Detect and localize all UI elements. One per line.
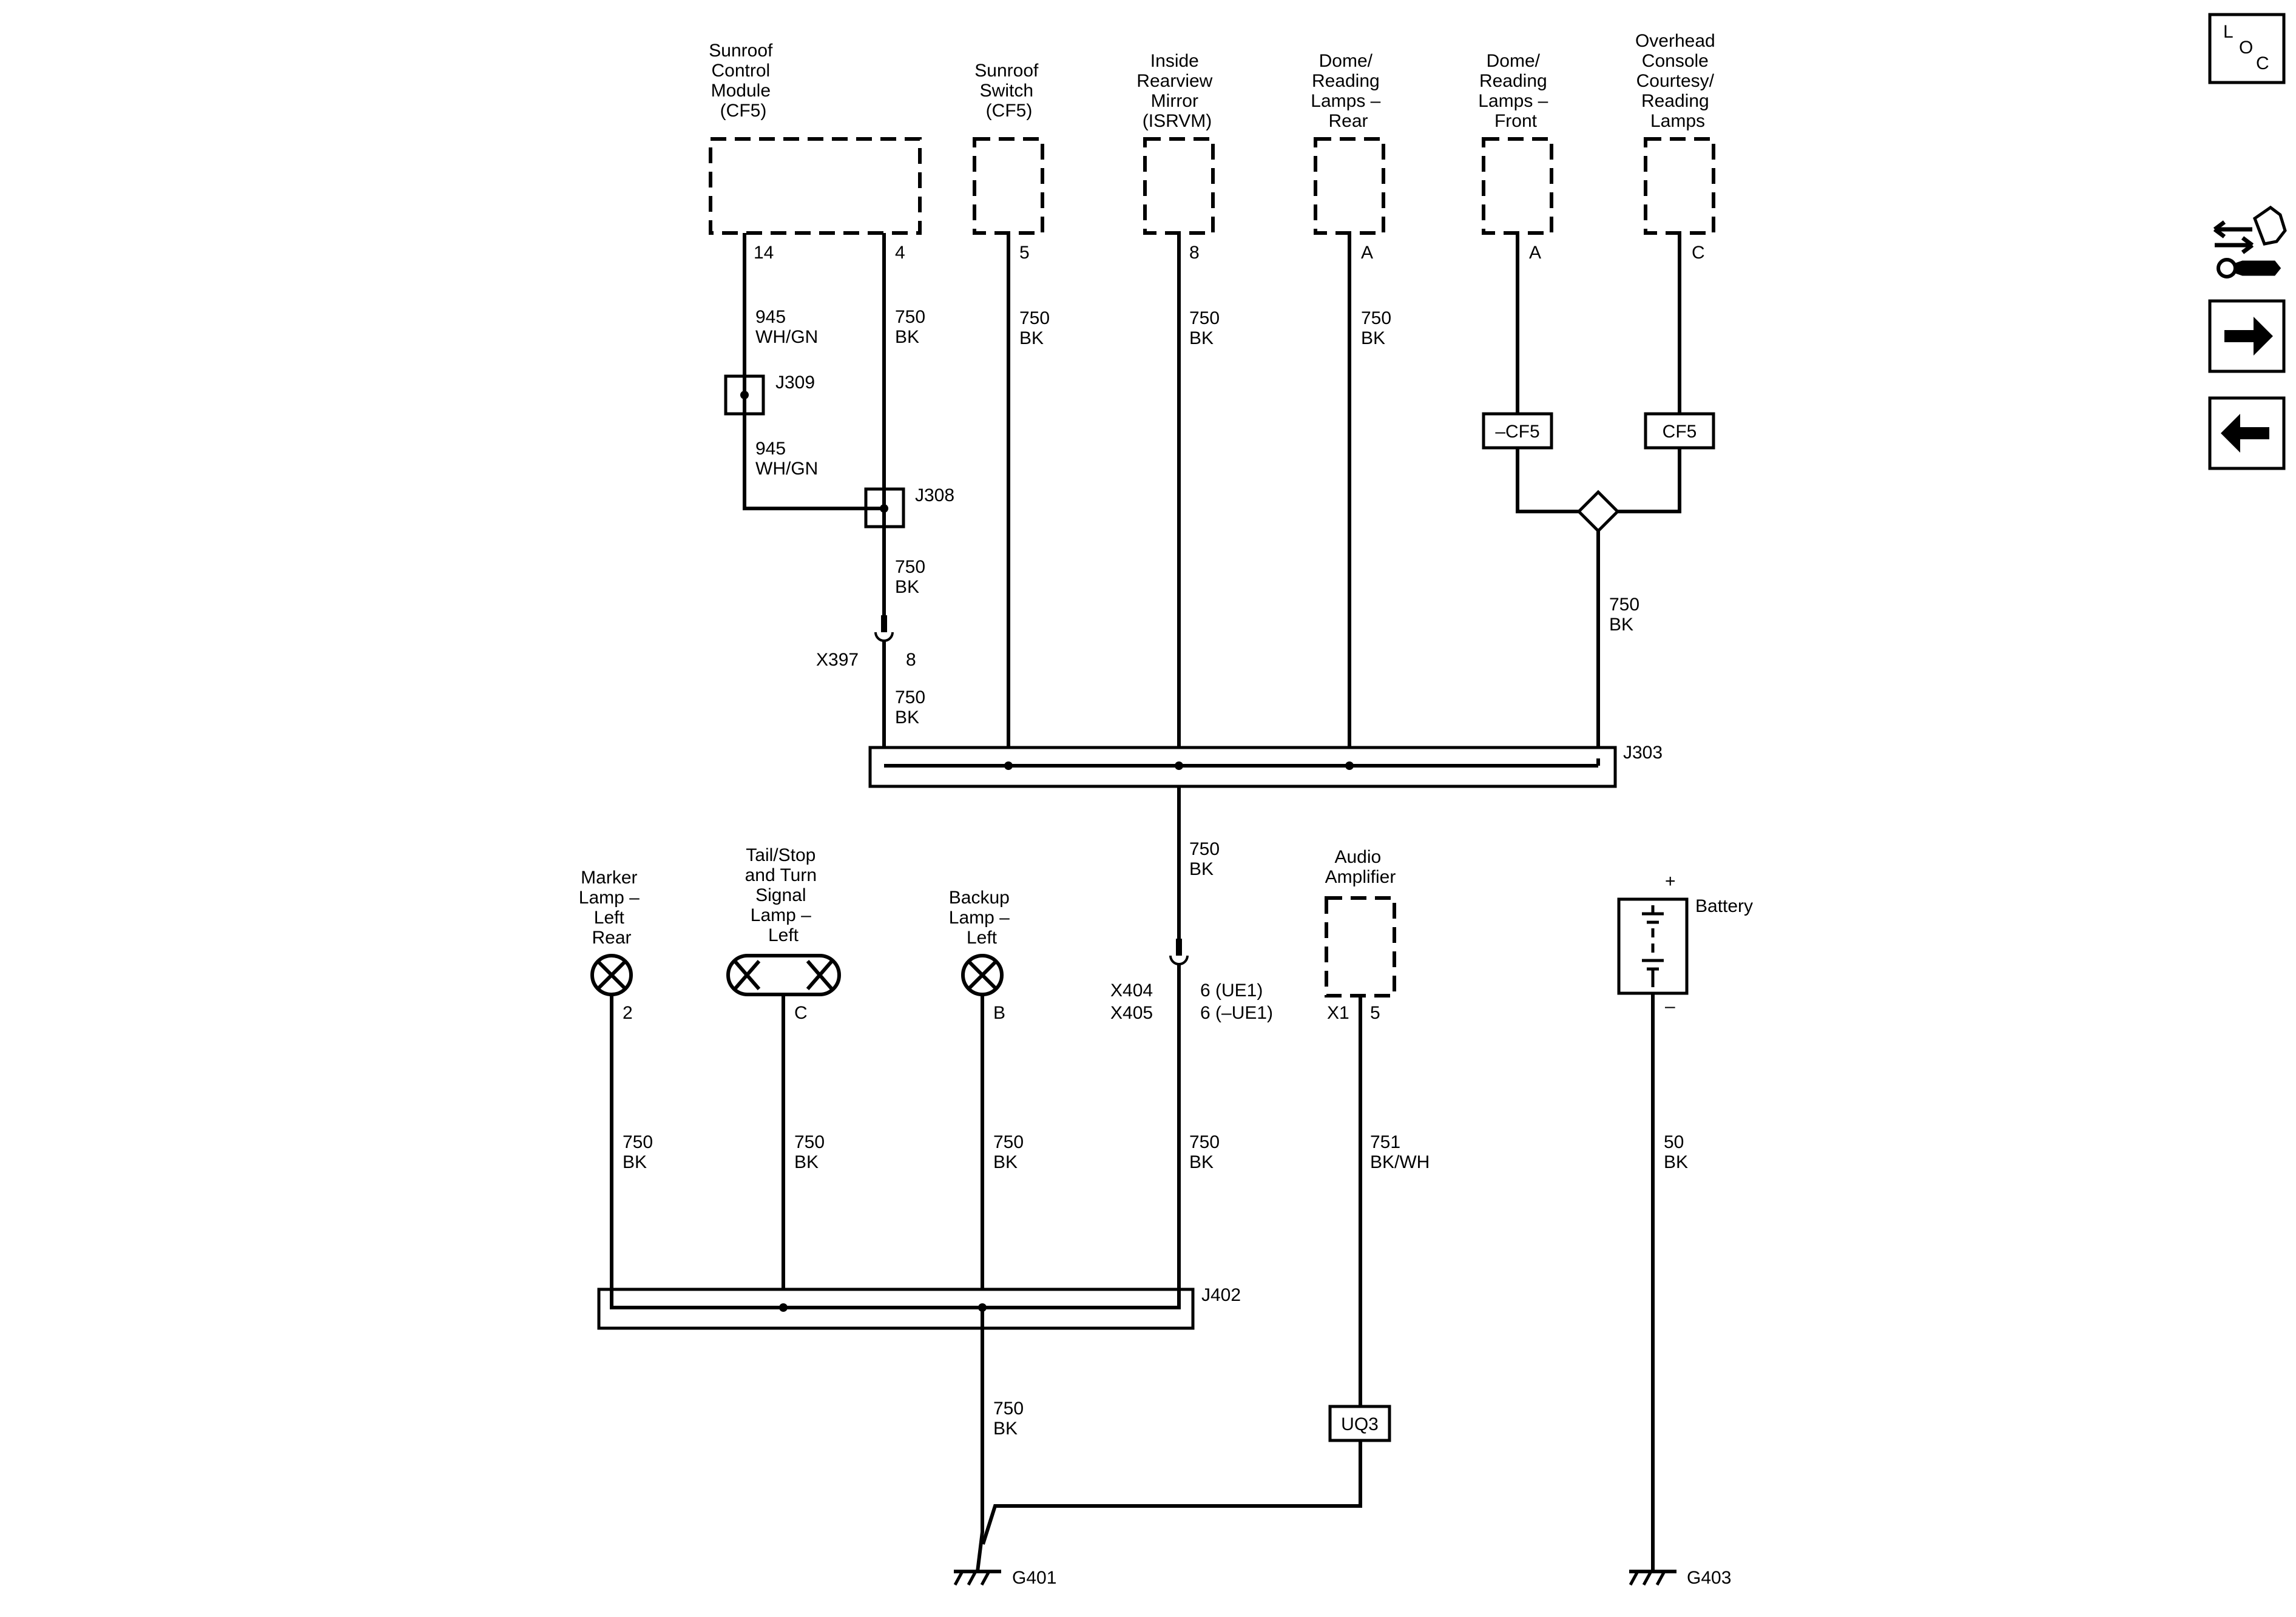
wire-label: 750 BK bbox=[1189, 1132, 1224, 1172]
splice-dot bbox=[1345, 761, 1354, 770]
loc-letter-c: C bbox=[2256, 53, 2269, 73]
dome-front-box bbox=[1482, 137, 1553, 235]
mirror-title: Inside Rearview Mirror (ISRVM) bbox=[1136, 51, 1217, 131]
pin-label: X1 bbox=[1327, 1003, 1349, 1023]
option-not-cf5-label: –CF5 bbox=[1495, 422, 1539, 442]
pin-label: C bbox=[794, 1003, 808, 1023]
wire-label: 750 BK bbox=[993, 1132, 1028, 1172]
sunroof-switch-box bbox=[973, 137, 1044, 235]
pin-label: 5 bbox=[1370, 1003, 1380, 1023]
wire-label: 751 BK/WH bbox=[1370, 1132, 1430, 1172]
tail-lamp-bulb bbox=[726, 954, 841, 996]
pin-label: C bbox=[1692, 243, 1705, 263]
connector-x397-pin bbox=[881, 615, 887, 632]
pin-label: 5 bbox=[1019, 243, 1030, 263]
pin-label: 14 bbox=[754, 243, 774, 263]
wire-label: 750 BK bbox=[1361, 308, 1396, 348]
wire-label: 750 BK bbox=[623, 1132, 658, 1172]
pin-label: 6 (UE1) bbox=[1200, 981, 1263, 1001]
splice-j309-label: J309 bbox=[775, 373, 815, 393]
mirror-box bbox=[1143, 137, 1215, 235]
wire-label: 945 WH/GN bbox=[755, 307, 818, 347]
splice-j402-label: J402 bbox=[1201, 1285, 1241, 1305]
sunroof-switch-title: Sunroof Switch (CF5) bbox=[974, 61, 1043, 121]
splice-dot bbox=[1175, 761, 1183, 770]
wire-label: 50 BK bbox=[1664, 1132, 1689, 1172]
battery-cells bbox=[1642, 905, 1664, 987]
overhead-title: Overhead Console Courtesy/ Reading Lamps bbox=[1635, 31, 1720, 131]
wire-label: 750 BK bbox=[993, 1399, 1028, 1439]
pin-label: 2 bbox=[623, 1003, 633, 1023]
wire-label: 945 WH/GN bbox=[755, 439, 818, 479]
next-page-button[interactable] bbox=[2208, 299, 2286, 373]
backup-lamp-title: Backup Lamp – Left bbox=[949, 888, 1015, 948]
ground-g403-symbol bbox=[1629, 1570, 1676, 1586]
dome-front-title: Dome/ Reading Lamps – Front bbox=[1478, 51, 1553, 131]
location-button[interactable]: L O C bbox=[2208, 13, 2286, 84]
option-cf5-label: CF5 bbox=[1663, 422, 1697, 442]
splice-bus bbox=[610, 1289, 1181, 1309]
splice-dot bbox=[779, 1303, 788, 1312]
marker-lamp-title: Marker Lamp – Left Rear bbox=[579, 868, 644, 948]
right-arrow-icon bbox=[2224, 317, 2273, 356]
wire-751-bk-wh bbox=[981, 1440, 1362, 1545]
option-diamond bbox=[1576, 490, 1620, 533]
connector-x397-label: X397 bbox=[816, 650, 859, 670]
dome-rear-box bbox=[1314, 137, 1385, 235]
option-cf5 bbox=[1644, 412, 1715, 450]
previous-page-button[interactable] bbox=[2208, 396, 2286, 470]
splice-dot bbox=[1004, 761, 1013, 770]
backup-lamp-bulb bbox=[961, 954, 1004, 996]
battery-plus: + bbox=[1665, 871, 1676, 891]
connector-x404-socket bbox=[1169, 955, 1189, 965]
connector-x405-label: X405 bbox=[1110, 1003, 1153, 1023]
wire-label: 750 BK bbox=[1189, 839, 1224, 879]
battery-title: Battery bbox=[1695, 896, 1753, 916]
amplifier-title: Audio Amplifier bbox=[1325, 847, 1396, 887]
wire-945-wh-gn bbox=[743, 233, 884, 510]
connector-x404-pin bbox=[1176, 939, 1182, 956]
option-not-cf5 bbox=[1482, 412, 1553, 450]
battery-minus: – bbox=[1665, 996, 1675, 1016]
splice-dot bbox=[880, 504, 888, 513]
connector-repair-icon[interactable] bbox=[2213, 205, 2287, 279]
sunroof-module-title: Sunroof Control Module (CF5) bbox=[709, 41, 777, 121]
ground-g403-label: G403 bbox=[1687, 1568, 1731, 1588]
pin-label: 4 bbox=[895, 243, 905, 263]
connector-x397-socket bbox=[874, 632, 894, 642]
splice-j303-label: J303 bbox=[1623, 743, 1663, 763]
wire-750-bk bbox=[976, 1308, 984, 1572]
wire-label: 750 BK bbox=[1189, 308, 1224, 348]
wire-label: 750 BK bbox=[895, 687, 930, 727]
pin-label: 6 (–UE1) bbox=[1200, 1003, 1273, 1023]
splice-dot bbox=[740, 391, 749, 399]
ground-g401-symbol bbox=[953, 1570, 1001, 1586]
option-uq3-label: UQ3 bbox=[1341, 1414, 1379, 1434]
overhead-box bbox=[1644, 137, 1715, 235]
splice-j308-label: J308 bbox=[915, 485, 954, 505]
pin-label: A bbox=[1361, 243, 1373, 263]
wire-label: 750 BK bbox=[1019, 308, 1055, 348]
wire-label: 750 BK bbox=[895, 307, 930, 347]
wire-750-bk bbox=[1516, 448, 1579, 513]
sunroof-module-box bbox=[709, 137, 922, 235]
tail-lamp-title: Tail/Stop and Turn Signal Lamp – Left bbox=[745, 845, 822, 945]
wire-label: 750 BK bbox=[895, 557, 930, 597]
dome-rear-title: Dome/ Reading Lamps – Rear bbox=[1311, 51, 1385, 131]
left-arrow-icon bbox=[2221, 414, 2269, 453]
pin-label: B bbox=[993, 1003, 1005, 1023]
ground-g401-label: G401 bbox=[1012, 1568, 1056, 1588]
connector-x404-label: X404 bbox=[1110, 981, 1153, 1001]
wire-label: 750 BK bbox=[794, 1132, 829, 1172]
amplifier-box bbox=[1325, 896, 1396, 998]
pin-label: 8 bbox=[906, 650, 916, 670]
marker-lamp-bulb bbox=[590, 954, 633, 996]
pin-label: 8 bbox=[1189, 243, 1200, 263]
pin-label: A bbox=[1529, 243, 1541, 263]
loc-letter-o: O bbox=[2239, 38, 2253, 58]
loc-letter-l: L bbox=[2223, 22, 2234, 42]
wire-750-bk bbox=[1618, 448, 1681, 513]
wire-label: 750 BK bbox=[1609, 595, 1644, 635]
